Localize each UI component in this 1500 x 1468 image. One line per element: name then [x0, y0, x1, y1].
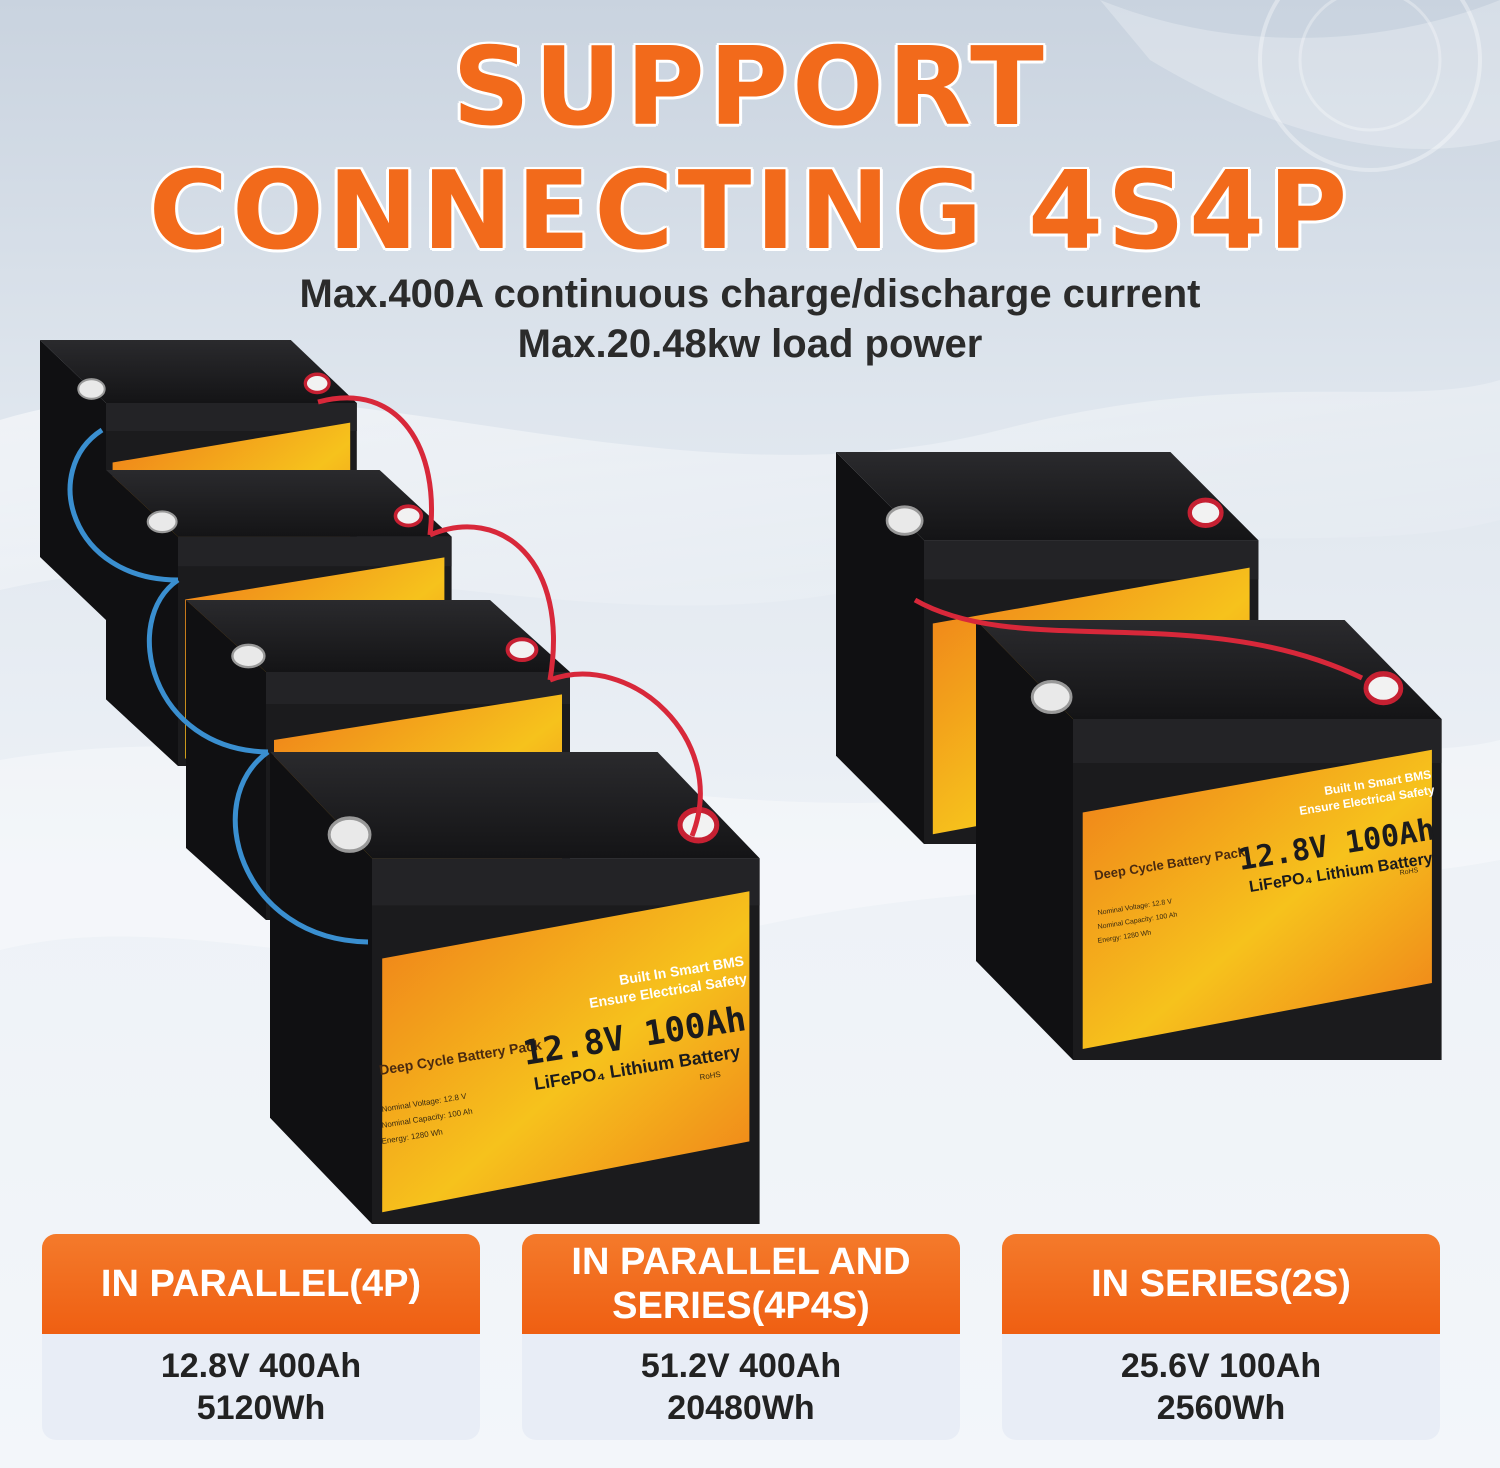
headline-line-2: CONNECTING 4S4P — [148, 149, 1352, 274]
card-series-body: 25.6V 100Ah 2560Wh — [1002, 1334, 1440, 1440]
card-parallel-series: IN PARALLEL AND SERIES(4P4S) 51.2V 400Ah… — [522, 1234, 960, 1440]
card-parallel-energy: 5120Wh — [196, 1389, 326, 1427]
card-parallel: IN PARALLEL(4P) 12.8V 400Ah 5120Wh — [42, 1234, 480, 1440]
card-series: IN SERIES(2S) 25.6V 100Ah 2560Wh — [1002, 1234, 1440, 1440]
card-parallel-series-energy: 20480Wh — [667, 1389, 815, 1427]
card-series-title: IN SERIES(2S) — [1002, 1234, 1440, 1334]
card-parallel-series-spec: 51.2V 400Ah — [640, 1347, 842, 1385]
label-rohs-left: RoHS — [699, 1070, 721, 1082]
subheadline-power: Max.20.48kw load power — [517, 322, 983, 366]
card-parallel-body: 12.8V 400Ah 5120Wh — [42, 1334, 480, 1440]
card-series-spec: 25.6V 100Ah — [1120, 1347, 1322, 1385]
label-rohs-right: RoHS — [1399, 867, 1419, 877]
card-parallel-spec: 12.8V 400Ah — [160, 1347, 362, 1385]
card-parallel-title: IN PARALLEL(4P) — [42, 1234, 480, 1334]
card-parallel-series-body: 51.2V 400Ah 20480Wh — [522, 1334, 960, 1440]
card-parallel-series-title: IN PARALLEL AND SERIES(4P4S) — [522, 1234, 960, 1334]
subheadline-current: Max.400A continuous charge/discharge cur… — [299, 272, 1201, 316]
headline-line-1: SUPPORT — [452, 25, 1048, 150]
card-series-energy: 2560Wh — [1156, 1389, 1286, 1427]
